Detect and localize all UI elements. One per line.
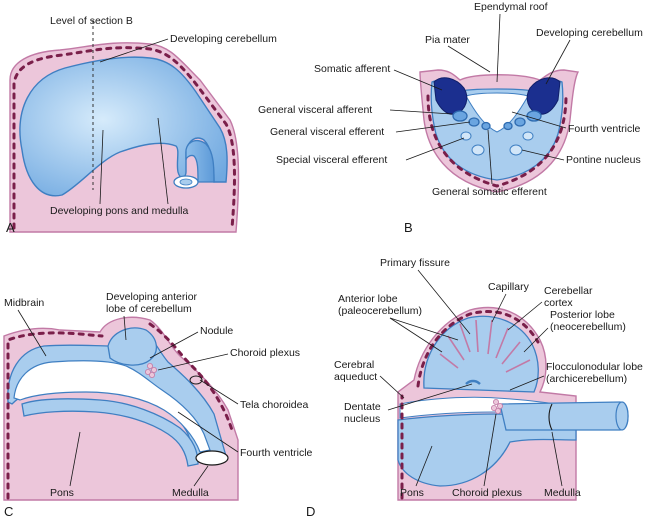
panel-b-label-sve: Special visceral efferent xyxy=(276,154,387,166)
panel-c-tela-ring xyxy=(189,375,203,385)
panel-d-label-dentate-2: nucleus xyxy=(344,413,380,425)
panel-b-gva-left xyxy=(452,110,468,122)
panel-a-label-level-section: Level of section B xyxy=(50,15,133,27)
panel-b-label-fourth-ventricle: Fourth ventricle xyxy=(568,123,641,135)
panel-d-cerebellum xyxy=(423,315,539,393)
panel-d-label-choroid-plexus: Choroid plexus xyxy=(452,487,522,499)
panel-b-label-gva: General visceral afferent xyxy=(258,104,372,116)
panel-d-label-anterior-lobe-1: Anterior lobe xyxy=(338,293,398,305)
panel-c-label-choroid-plexus: Choroid plexus xyxy=(230,347,300,359)
panel-d-label-cerebellar-cortex-1: Cerebellar xyxy=(544,285,593,297)
panel-d-label-cerebral-aqueduct-1: Cerebral xyxy=(334,359,374,371)
panel-c-choroid-plexus xyxy=(144,362,157,378)
panel-c-label-fourth-ventricle: Fourth ventricle xyxy=(240,447,313,459)
panel-d-vessels xyxy=(400,310,540,500)
panel-c-label-anterior-lobe-2: lobe of cerebellum xyxy=(106,303,192,315)
panel-d-label-cerebellar-cortex-2: cortex xyxy=(544,297,573,309)
panel-d-outlet xyxy=(615,401,629,431)
panel-b-pontine-left xyxy=(471,144,485,156)
panel-b-cerebellum-left xyxy=(433,77,468,115)
panel-b-label-gse: General somatic efferent xyxy=(432,186,547,198)
panel-b-label-somatic-afferent: Somatic afferent xyxy=(314,63,390,75)
panel-d-choroid-plexus xyxy=(490,398,503,414)
panel-b-gse-right xyxy=(503,121,513,131)
panel-a-label-pons-medulla: Developing pons and medulla xyxy=(50,205,189,217)
panel-b-sve-right xyxy=(522,131,534,141)
panel-c-lower-tube xyxy=(21,398,199,467)
panel-c-label-tela-choroidea: Tela choroidea xyxy=(240,399,308,411)
panel-d-letter: D xyxy=(306,504,315,519)
panel-b-gve-left-1 xyxy=(468,117,480,127)
panel-a-label-developing-cerebellum: Developing cerebellum xyxy=(170,33,277,45)
panel-c-vessels xyxy=(6,322,234,500)
panel-c-label-medulla: Medulla xyxy=(172,487,209,499)
panel-a-tube-lumen xyxy=(179,178,193,186)
panel-d-pons xyxy=(397,413,577,487)
panel-d-aqueduct xyxy=(465,379,481,385)
panel-b-label-gve: General visceral efferent xyxy=(270,126,384,138)
panel-c-label-midbrain: Midbrain xyxy=(4,297,44,309)
panel-d-label-pons: Pons xyxy=(400,487,424,499)
panel-c-label-nodule: Nodule xyxy=(200,325,233,337)
panel-d-label-anterior-lobe-2: (paleocerebellum) xyxy=(338,305,422,317)
panel-d-label-posterior-lobe-2: (neocerebellum) xyxy=(550,321,626,333)
panel-b-gva-right xyxy=(526,110,542,122)
panel-b-label-pia-mater: Pia mater xyxy=(425,34,470,46)
panel-a-letter: A xyxy=(6,220,15,235)
panel-c-ventricle xyxy=(13,360,211,453)
panel-b-vessels xyxy=(426,94,568,188)
panel-b-pontine-right xyxy=(509,144,523,156)
panel-d-medulla-ring xyxy=(548,403,553,431)
panel-c-outlet xyxy=(195,450,229,466)
panel-d-label-dentate-1: Dentate xyxy=(344,401,381,413)
panel-b-label-ependymal-roof: Ependymal roof xyxy=(474,1,548,13)
panel-d-label-primary-fissure: Primary fissure xyxy=(380,257,450,269)
panel-d-medulla-tube xyxy=(499,401,629,431)
panel-b-gse-left xyxy=(481,121,491,131)
panel-b-fourth-ventricle xyxy=(465,92,529,133)
panel-d-label-flocculonodular-2: (archicerebellum) xyxy=(546,373,627,385)
panel-b-label-developing-cerebellum: Developing cerebellum xyxy=(536,27,643,39)
panel-d-label-capillary: Capillary xyxy=(488,281,530,293)
panel-d: Primary fissure Capillary Cerebellar cor… xyxy=(306,257,643,519)
panel-b-gve-right-1 xyxy=(514,117,526,127)
panel-b-label-pontine-nucleus: Pontine nucleus xyxy=(566,154,641,166)
panel-c-letter: C xyxy=(4,504,13,519)
panel-a-ventricle-system xyxy=(19,56,228,197)
panel-b: Pia mater Ependymal roof Developing cere… xyxy=(258,1,643,235)
panel-b-cerebellum-right xyxy=(526,77,561,115)
panel-d-folia xyxy=(439,319,531,373)
panel-d-label-medulla: Medulla xyxy=(544,487,581,499)
panel-c-label-pons: Pons xyxy=(50,487,74,499)
panel-c-label-anterior-lobe-1: Developing anterior xyxy=(106,291,198,303)
panel-a-vessels xyxy=(12,46,236,230)
panel-d-label-posterior-lobe-1: Posterior lobe xyxy=(550,309,615,321)
panel-d-label-cerebral-aqueduct-2: aqueduct xyxy=(334,371,377,383)
panel-c: Midbrain Developing anterior lobe of cer… xyxy=(3,291,313,519)
panel-c-cerebellum xyxy=(107,327,157,366)
panel-b-letter: B xyxy=(404,220,413,235)
panel-a: Level of section B Developing cerebellum… xyxy=(6,15,277,235)
panel-d-label-flocculonodular-1: Flocculonodular lobe xyxy=(546,361,643,373)
